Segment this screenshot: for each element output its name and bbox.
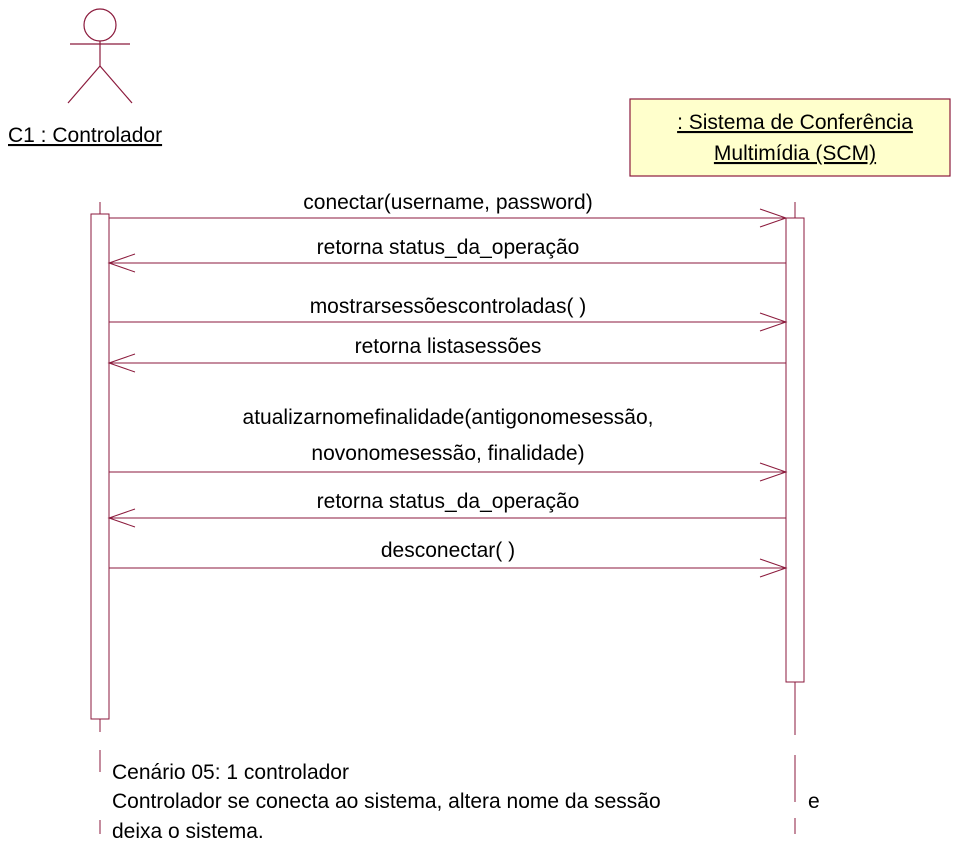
note-line2: Controlador se conecta ao sistema, alter…: [112, 790, 661, 813]
system-object-box: [629, 98, 951, 177]
arrowhead-right-icon: [759, 462, 788, 482]
message-label: retorna status_da_operação: [317, 236, 580, 259]
message-label: atualizarnomefinalidade(antigonomesessão…: [243, 406, 654, 429]
message-label: retorna status_da_operação: [317, 490, 580, 513]
note-line2-end: e: [808, 790, 820, 813]
messages-group: conectar(username, password) retorna stat…: [107, 191, 788, 578]
system-label-line2: Multimídia (SCM): [714, 142, 876, 165]
actor-label: C1 : Controlador: [8, 124, 162, 147]
arrowhead-left-icon: [107, 508, 136, 528]
arrowhead-left-icon: [107, 353, 136, 373]
actor-activation-bar: [90, 213, 110, 720]
system-label-line1: : Sistema de Conferência: [677, 111, 913, 134]
message-label: mostrarsessõescontroladas( ): [310, 295, 587, 318]
note-line3: deixa o sistema.: [112, 820, 264, 842]
message-label: desconectar( ): [381, 539, 515, 562]
arrowhead-left-icon: [107, 253, 136, 273]
message-label: retorna listasessões: [355, 335, 542, 358]
arrowhead-right-icon: [759, 208, 788, 228]
message-label: novonomesessão, finalidade): [311, 442, 584, 465]
message-label: conectar(username, password): [303, 191, 592, 214]
arrowhead-right-icon: [759, 312, 788, 332]
actor-figure-icon: [67, 8, 133, 104]
system-activation-bar: [785, 217, 805, 683]
note-line1: Cenário 05: 1 controlador: [112, 761, 349, 784]
arrowhead-right-icon: [759, 558, 788, 578]
